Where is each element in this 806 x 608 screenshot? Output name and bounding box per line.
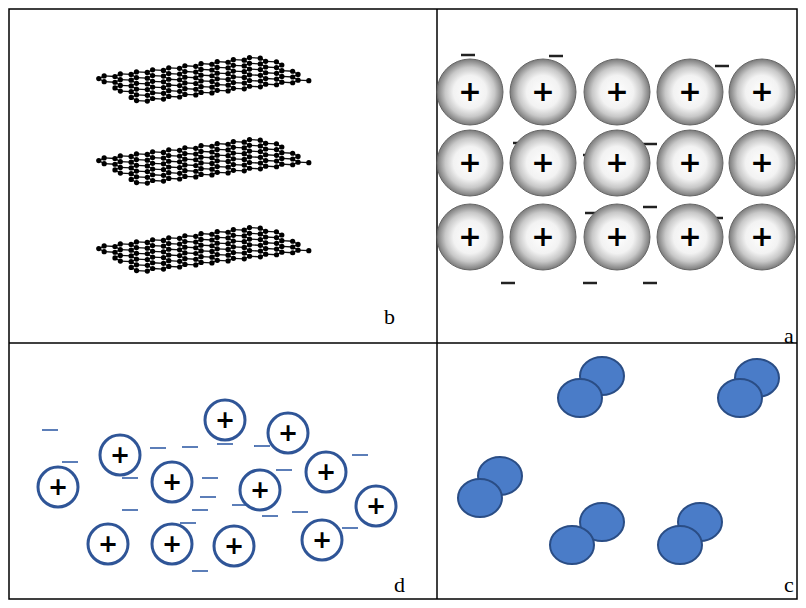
metal-ion: + — [656, 129, 724, 197]
charge-sign: + — [215, 408, 235, 432]
charge-sign: + — [224, 534, 244, 558]
charge-sign: + — [162, 532, 182, 556]
metal-ion: + — [583, 129, 651, 197]
diatomic-molecules — [458, 357, 779, 564]
charge-sign: + — [678, 149, 701, 177]
ion: + — [150, 522, 194, 566]
metal-ion: + — [728, 203, 796, 271]
metal-ion: + — [436, 203, 504, 271]
frame — [9, 9, 797, 599]
panel-letter: d — [394, 574, 405, 596]
charge-sign: + — [458, 149, 481, 177]
ion: + — [150, 460, 194, 504]
metal-ion: + — [509, 129, 577, 197]
ion: + — [86, 522, 130, 566]
charge-sign: + — [605, 149, 628, 177]
ion: + — [238, 468, 282, 512]
charge-sign: + — [366, 494, 386, 518]
ion: + — [354, 484, 398, 528]
ion: + — [98, 433, 142, 477]
panel-letter: b — [384, 306, 395, 328]
charge-sign: + — [605, 78, 628, 106]
charge-sign: + — [110, 443, 130, 467]
metal-ion: + — [728, 129, 796, 197]
metal-ion: + — [509, 203, 577, 271]
charge-sign: + — [531, 149, 554, 177]
electrons — [461, 55, 772, 283]
charge-sign: + — [458, 78, 481, 106]
charge-sign: + — [250, 478, 270, 502]
metal-ion: + — [656, 203, 724, 271]
ion: + — [203, 398, 247, 442]
ion: + — [304, 450, 348, 494]
panel-letter: c — [784, 574, 794, 596]
charge-sign: + — [531, 223, 554, 251]
charge-sign: + — [750, 149, 773, 177]
metal-ion: + — [583, 58, 651, 126]
metal-ion: + — [436, 58, 504, 126]
panel-letter: a — [784, 325, 794, 347]
charge-sign: + — [316, 460, 336, 484]
ion: + — [266, 411, 310, 455]
divider — [9, 342, 797, 344]
charge-sign: + — [98, 532, 118, 556]
graphite-layers — [96, 55, 311, 274]
metal-ion: + — [509, 58, 577, 126]
charge-sign: + — [278, 421, 298, 445]
metal-ion: + — [728, 58, 796, 126]
ion: + — [300, 518, 344, 562]
metal-ion: + — [436, 129, 504, 197]
charge-sign: + — [312, 528, 332, 552]
metal-ion: + — [583, 203, 651, 271]
charge-sign: + — [678, 78, 701, 106]
charge-sign: + — [750, 223, 773, 251]
metal-ion: + — [656, 58, 724, 126]
charge-sign: + — [750, 78, 773, 106]
ion: + — [36, 465, 80, 509]
electrons — [42, 430, 368, 571]
charge-sign: + — [531, 78, 554, 106]
charge-sign: + — [458, 223, 481, 251]
ion: + — [212, 524, 256, 568]
charge-sign: + — [605, 223, 628, 251]
charge-sign: + — [678, 223, 701, 251]
charge-sign: + — [48, 475, 68, 499]
charge-sign: + — [162, 470, 182, 494]
